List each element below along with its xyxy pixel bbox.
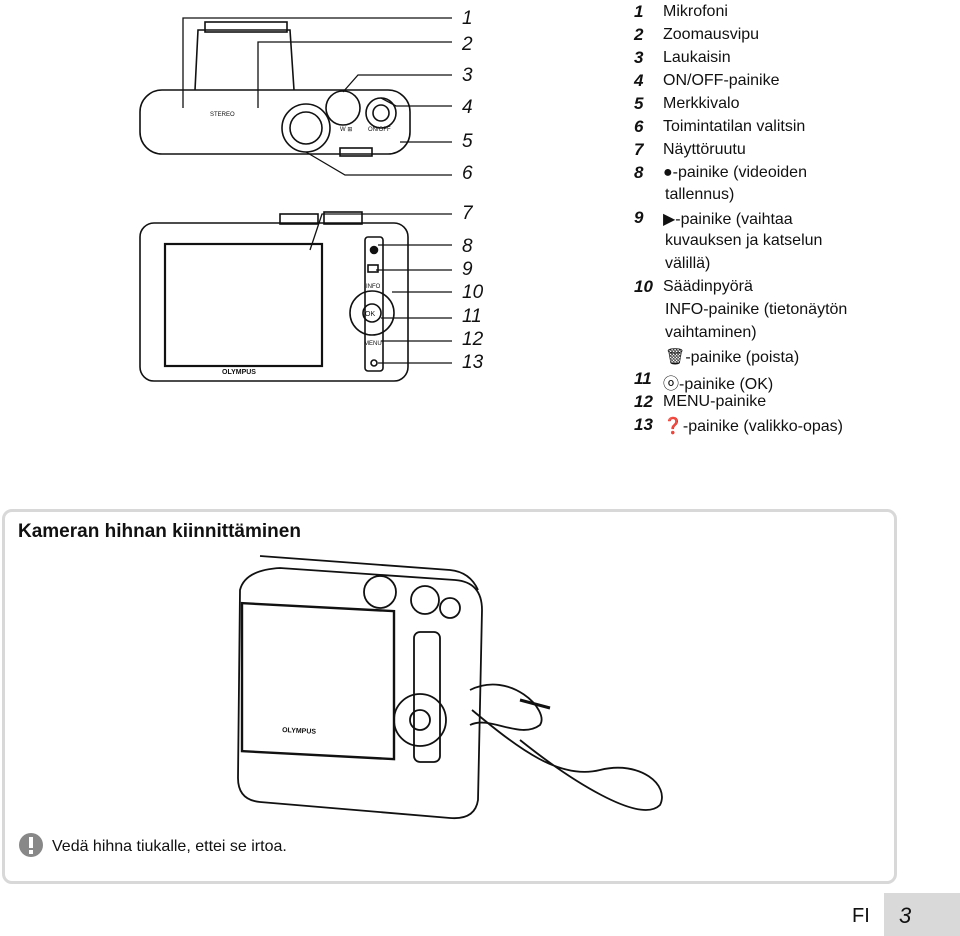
callout-12: 12 bbox=[462, 329, 484, 350]
callout-5: 5 bbox=[462, 131, 473, 152]
callout-6: 6 bbox=[462, 163, 473, 184]
legend-text: Toimintatilan valitsin bbox=[663, 118, 806, 135]
strap-brand-label: OLYMPUS bbox=[282, 727, 317, 736]
callout-10: 10 bbox=[462, 282, 484, 303]
legend-text: Zoomausvipu bbox=[663, 26, 760, 43]
legend-text: Näyttöruutu bbox=[663, 141, 746, 158]
callout-8: 8 bbox=[462, 236, 473, 257]
stereo-label: STEREO bbox=[210, 112, 235, 118]
legend-num: 12 bbox=[634, 392, 653, 411]
strap-section-title: Kameran hihnan kiinnittäminen bbox=[18, 521, 301, 542]
legend-num: 13 bbox=[634, 415, 653, 434]
legend-text: tallennus) bbox=[665, 186, 735, 203]
legend-num: 9 bbox=[634, 208, 644, 227]
callout-9: 9 bbox=[462, 259, 473, 280]
legend-text: välillä) bbox=[665, 255, 711, 272]
onoff-label: ON/OFF bbox=[368, 127, 391, 133]
callout-7: 7 bbox=[462, 203, 473, 224]
legend-num: 7 bbox=[634, 140, 644, 159]
menu-label: MENU bbox=[364, 341, 382, 347]
legend-text: Merkkivalo bbox=[663, 95, 740, 112]
legend-num: 10 bbox=[634, 277, 653, 296]
callout-4: 4 bbox=[462, 97, 473, 118]
leader-lines bbox=[182, 17, 452, 364]
legend-num: 5 bbox=[634, 94, 644, 113]
brand-label: OLYMPUS bbox=[222, 369, 256, 376]
legend-num: 2 bbox=[634, 25, 644, 44]
wt-label: W ⊞ bbox=[340, 127, 352, 133]
legend-num: 4 bbox=[634, 71, 644, 90]
legend-text: ❓-painike (valikko-opas) bbox=[663, 418, 843, 435]
callout-11: 11 bbox=[462, 306, 482, 327]
legend-text: ▶-painike (vaihtaa bbox=[663, 211, 793, 228]
footer-language: FI bbox=[852, 905, 870, 927]
legend-text: INFO-painike (tietonäytön bbox=[665, 301, 848, 318]
callout-3: 3 bbox=[462, 65, 473, 86]
legend-text: Laukaisin bbox=[663, 49, 731, 66]
warning-text: Vedä hihna tiukalle, ettei se irtoa. bbox=[52, 838, 287, 855]
ok-label: OK bbox=[365, 311, 375, 318]
warning-icon bbox=[19, 833, 43, 857]
camera-back-view: INFO OK MENU OLYMPUS bbox=[139, 211, 409, 382]
info-label: INFO bbox=[366, 284, 381, 290]
legend-num: 6 bbox=[634, 117, 644, 136]
legend-text: Säädinpyörä bbox=[663, 278, 753, 295]
legend-text: ON/OFF-painike bbox=[663, 72, 780, 89]
legend-text: 🗑-painike (poista) bbox=[665, 349, 800, 366]
legend-num: 3 bbox=[634, 48, 644, 67]
callout-1: 1 bbox=[462, 8, 473, 29]
strap-section-box bbox=[2, 509, 897, 884]
legend-text: kuvauksen ja katselun bbox=[665, 232, 823, 249]
camera-diagram-top: STEREO W ⊞ ON/OFF INFO OK MENU OLYMPUS bbox=[139, 17, 452, 382]
page-number: 3 bbox=[884, 893, 960, 936]
legend-text: ⓞ-painike (OK) bbox=[663, 376, 774, 393]
callout-2: 2 bbox=[462, 34, 473, 55]
legend-text: MENU-painike bbox=[663, 393, 767, 410]
legend-num: 11 bbox=[634, 369, 652, 388]
legend-text: Mikrofoni bbox=[663, 3, 728, 20]
legend-num: 8 bbox=[634, 163, 644, 182]
legend-text: vaihtaminen) bbox=[665, 324, 757, 341]
camera-top-view: STEREO W ⊞ ON/OFF bbox=[139, 21, 411, 157]
strap-illustration: OLYMPUS bbox=[237, 555, 663, 820]
legend-text: ●-painike (videoiden bbox=[663, 164, 807, 181]
legend-num: 1 bbox=[634, 2, 644, 21]
callout-13: 13 bbox=[462, 352, 484, 373]
